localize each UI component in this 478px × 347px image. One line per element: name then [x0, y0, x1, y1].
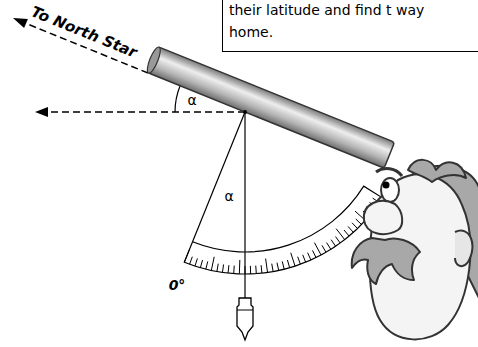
observer-face	[352, 160, 478, 340]
scale-tick	[327, 243, 331, 250]
scale-tick	[217, 264, 218, 272]
zero-edge	[193, 112, 245, 242]
plumb-bob-band	[237, 310, 253, 311]
scale-tick	[228, 265, 230, 273]
scale-tick	[250, 266, 251, 274]
scale-tick	[356, 219, 362, 225]
scale-tick	[200, 260, 202, 268]
scale-tick	[255, 266, 257, 274]
scale-tick	[344, 230, 349, 236]
scale-tick	[282, 261, 284, 269]
scale-tick	[261, 265, 263, 273]
pivot	[243, 110, 247, 114]
scale-tick	[336, 229, 345, 240]
scale-tick	[303, 255, 306, 262]
scale-tick	[195, 258, 197, 266]
scale-tick	[239, 260, 240, 274]
scale-tick	[272, 264, 273, 272]
plumb-bob	[237, 298, 253, 340]
scale-tick	[277, 263, 279, 271]
angle-arc	[175, 86, 180, 112]
scale-ticks	[184, 198, 379, 274]
direction-label: To North Star	[28, 3, 139, 62]
scale-tick	[314, 243, 321, 255]
scale-tick	[298, 257, 301, 265]
text-box: their latitude and find t way home.	[222, 0, 478, 52]
scale-tick	[322, 245, 326, 252]
box-text: their latitude and find t way home.	[223, 0, 444, 43]
scale-tick	[287, 260, 289, 268]
scale-tick	[206, 261, 208, 269]
scale-tick	[233, 266, 235, 274]
scale-tick	[331, 240, 335, 247]
sighting-tube	[145, 46, 395, 169]
scale-tick	[190, 257, 193, 265]
scale-tick	[313, 250, 317, 257]
angle-label: α	[224, 188, 233, 204]
scale-tick	[352, 223, 358, 229]
scale-tick	[184, 249, 189, 262]
plumb-line	[244, 112, 245, 300]
scale-tick	[222, 265, 223, 273]
scale-tick	[348, 226, 353, 232]
angle-label: α	[187, 92, 196, 108]
scale-tick	[336, 237, 341, 243]
horizon-line	[46, 111, 245, 113]
scale-tick	[308, 253, 311, 260]
scale-tick	[291, 253, 295, 266]
scale-tick	[211, 257, 214, 271]
scale-tick	[266, 259, 268, 273]
arrowhead	[13, 18, 28, 28]
scale-zero-label: 0°	[169, 277, 186, 293]
arrowhead	[35, 107, 48, 117]
